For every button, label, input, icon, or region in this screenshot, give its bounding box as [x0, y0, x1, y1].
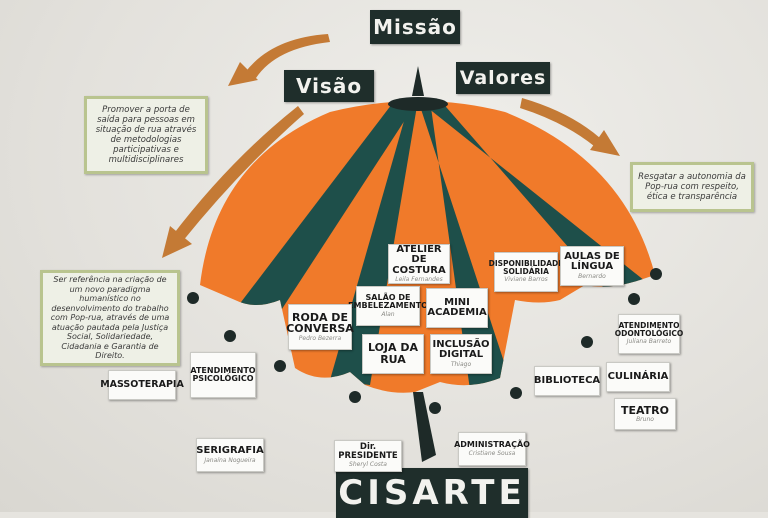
card-subtitle: Bruno [636, 416, 654, 424]
card-inclusao-digital: INCLUSÃO DIGITAL Thiago [430, 334, 492, 374]
card-subtitle: Bernardo [578, 272, 606, 280]
card-loja-da-rua: LOJA DA RUA [362, 334, 424, 374]
umbrella-rib-dots [187, 268, 662, 414]
card-atendimento-odontologico: ATENDIMENTO ODONTOLÓGICO Juliana Barreto [614, 314, 684, 354]
valores-note: Resgatar a autonomia da Pop-rua com resp… [630, 162, 754, 212]
card-subtitle: Sheryl Costa [349, 461, 387, 469]
card-title: LOJA DA RUA [367, 341, 419, 366]
card-subtitle: Leila Fernandes [395, 276, 443, 284]
visao-note: Ser referência na criação de um novo par… [40, 270, 180, 366]
card-subtitle: Thiago [450, 360, 472, 368]
card-title: RODA DE CONVERSA [286, 310, 354, 336]
valores-heading: Valores [456, 62, 550, 94]
card-administracao: ADMINISTRAÇÃO Cristiane Sousa [454, 432, 530, 466]
card-culinaria: CULINÁRIA [606, 362, 670, 392]
card-title: AULAS DE LÍNGUA [564, 250, 620, 273]
card-diretor-presidente: Dir. PRESIDENTE Sheryl Costa [334, 440, 402, 472]
card-title: Dir. PRESIDENTE [338, 442, 398, 462]
card-atelier-de-costura: ATELIER DE COSTURA Leila Fernandes [388, 244, 450, 284]
missao-heading: Missão [370, 10, 460, 44]
card-title: ATELIER DE COSTURA [392, 243, 446, 276]
umbrella-tip [412, 66, 424, 96]
card-title: SALÃO DE EMBELEZAMENTO [348, 292, 428, 311]
card-title: ATENDIMENTO ODONTOLÓGICO [614, 321, 684, 339]
card-title: ATENDIMENTO PSICOLÓGICO [190, 365, 256, 383]
umbrella-handle [413, 392, 436, 462]
cisarte-logo: CISARTE [336, 468, 528, 518]
card-biblioteca: BIBLIOTECA [534, 366, 600, 396]
card-title: DISPONIBILIDADE SOLIDÁRIA [488, 259, 564, 277]
card-title: SERIGRAFIA [196, 445, 264, 457]
card-subtitle: Janaína Nogueira [204, 456, 256, 464]
card-title: MINI ACADEMIA [427, 296, 487, 318]
card-title: TEATRO [620, 403, 669, 417]
card-title: BIBLIOTECA [533, 374, 601, 386]
card-subtitle: Viviane Barros [504, 276, 548, 284]
card-serigrafia: SERIGRAFIA Janaína Nogueira [196, 438, 264, 472]
card-title: MASSOTERAPIA [100, 379, 184, 391]
card-title: INCLUSÃO DIGITAL [432, 338, 490, 361]
card-roda-de-conversa: RODA DE CONVERSA Pedro Bezerra [286, 304, 354, 350]
card-disponibilidade-solidaria: DISPONIBILIDADE SOLIDÁRIA Viviane Barros [489, 252, 563, 292]
card-massoterapia: MASSOTERAPIA [100, 370, 184, 400]
card-title: ADMINISTRAÇÃO [454, 440, 530, 450]
card-salao-de-embelezamento: SALÃO DE EMBELEZAMENTO Alan [348, 286, 428, 326]
card-subtitle: Pedro Bezerra [298, 334, 342, 342]
card-subtitle: Juliana Barreto [626, 338, 672, 346]
umbrella-cap [388, 97, 448, 111]
visao-heading: Visão [284, 70, 374, 102]
missao-note: Promover a porta de saída para pessoas e… [84, 96, 208, 174]
card-subtitle: Cristiane Sousa [468, 449, 516, 457]
card-mini-academia: MINI ACADEMIA [426, 288, 488, 328]
card-teatro: TEATRO Bruno [614, 398, 676, 430]
arrows [162, 34, 620, 258]
card-subtitle: Alan [381, 310, 395, 318]
card-aulas-de-lingua: AULAS DE LÍNGUA Bernardo [560, 246, 624, 286]
card-atendimento-psicologico: ATENDIMENTO PSICOLÓGICO [190, 352, 256, 398]
card-title: CULINÁRIA [607, 370, 669, 382]
